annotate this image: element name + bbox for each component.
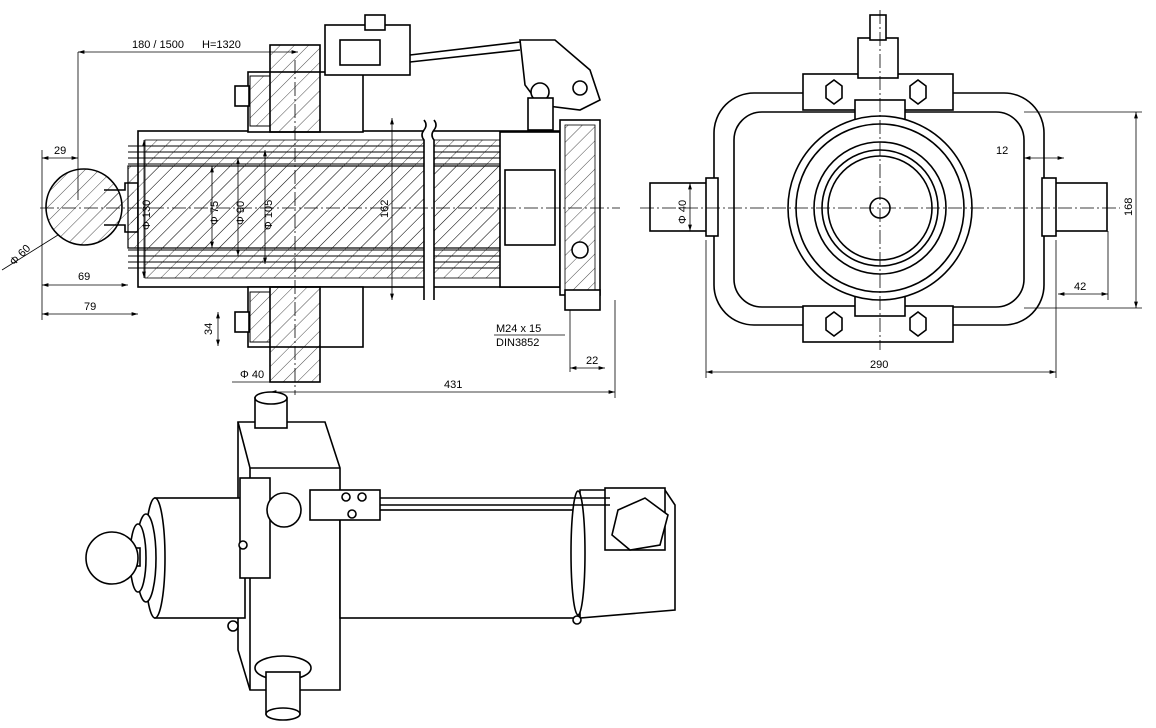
dim-trunnion-dia: Φ 40 [240,369,264,381]
dim-dia-75: Φ 75 [209,201,221,225]
dim-22: 22 [586,355,598,367]
dim-168: 168 [1123,198,1135,216]
dim-69: 69 [78,271,90,283]
ball-head-3d [85,531,139,585]
dim-29: 29 [54,145,66,157]
port-thread: M24 x 15 [496,323,541,335]
side-section-view: 180 / 1500 H=1320 29 Φ 60 69 79 Φ 130 Φ … [1,14,620,398]
perspective-view [85,391,676,721]
dim-stroke: 180 / 1500 [132,39,184,51]
end-view: Φ 40 12 168 42 290 [640,10,1142,378]
dim-end-pin-dia: Φ 40 [677,200,689,224]
dim-12: 12 [996,145,1008,157]
dim-162: 162 [379,200,391,218]
dim-42: 42 [1074,281,1086,293]
dim-431: 431 [444,379,462,391]
dim-dia-130: Φ 130 [141,200,153,230]
port-standard: DIN3852 [496,337,539,349]
dim-34: 34 [203,323,215,335]
dim-height: H=1320 [202,39,241,51]
barrel-3d [339,509,581,619]
dim-dia-90: Φ 90 [235,201,247,225]
dim-79: 79 [84,301,96,313]
dim-290: 290 [870,359,888,371]
